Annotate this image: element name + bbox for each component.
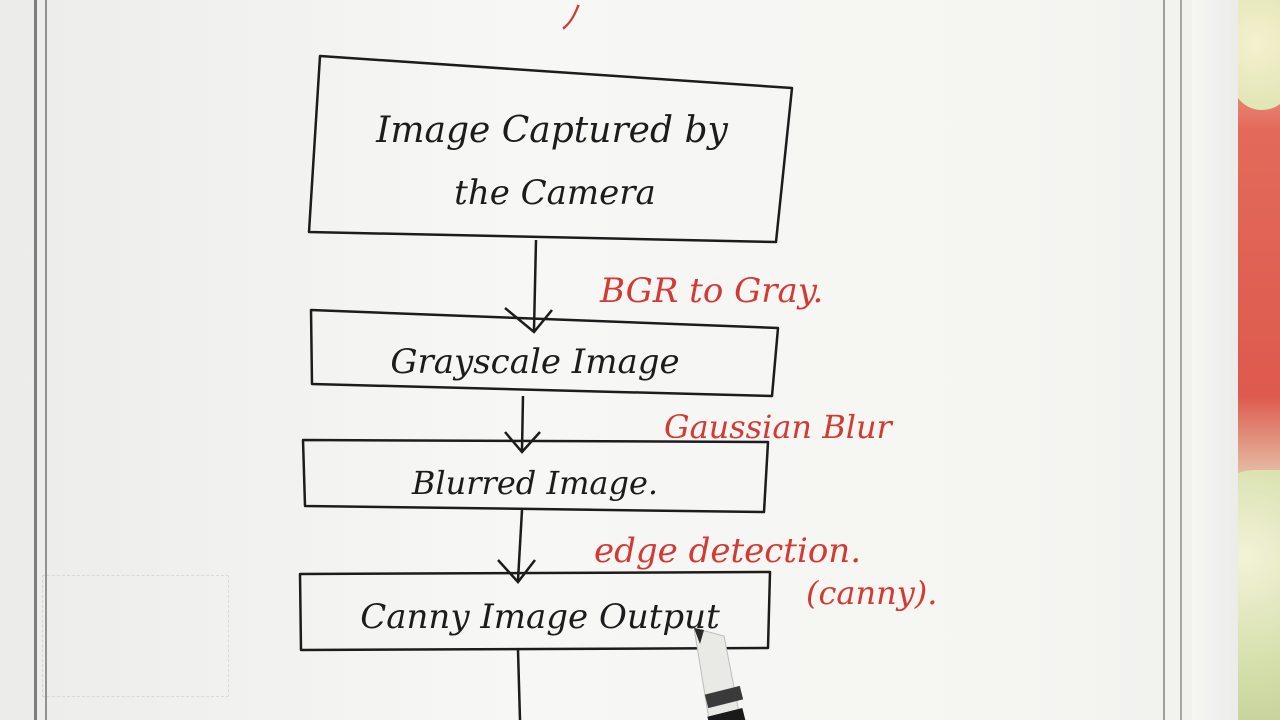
- arrow-3-head: [497, 559, 536, 584]
- annotation-gaussian-blur: Gaussian Blur: [664, 408, 894, 446]
- box-image-captured-label-line2: the Camera: [454, 173, 656, 213]
- margin-line-left-inner: [45, 0, 47, 720]
- arrow-1-line: [532, 239, 538, 331]
- annotation-bgr-to-gray: BGR to Gray.: [599, 271, 823, 311]
- box-blurred: [301, 438, 770, 514]
- margin-line-right: [1163, 0, 1165, 720]
- margin-line-left: [34, 0, 37, 720]
- box-canny-output-label: Canny Image Output: [360, 597, 720, 637]
- box-image-captured: [307, 54, 794, 244]
- annotation-edge-detection: edge detection.: [594, 531, 861, 571]
- show-through-box: [42, 575, 229, 697]
- arrow-4-line: [516, 649, 522, 720]
- box-image-captured-label-line1: Image Captured by: [375, 110, 728, 151]
- top-red-scribble: ﾉ: [560, 0, 577, 38]
- annotation-canny: (canny).: [806, 574, 937, 612]
- flower-decoration-top: [1232, 0, 1280, 110]
- paper-edge: [1192, 0, 1238, 720]
- box-blurred-label: Blurred Image.: [411, 464, 658, 502]
- box-grayscale: [309, 308, 780, 398]
- margin-line-right-outer: [1180, 0, 1182, 720]
- arrow-3-line: [516, 509, 524, 581]
- box-canny-output: [298, 570, 772, 652]
- arrow-1-head: [504, 307, 553, 334]
- box-grayscale-label: Grayscale Image: [390, 342, 679, 382]
- arrow-2-head: [504, 431, 541, 454]
- pen-icon: [693, 628, 749, 720]
